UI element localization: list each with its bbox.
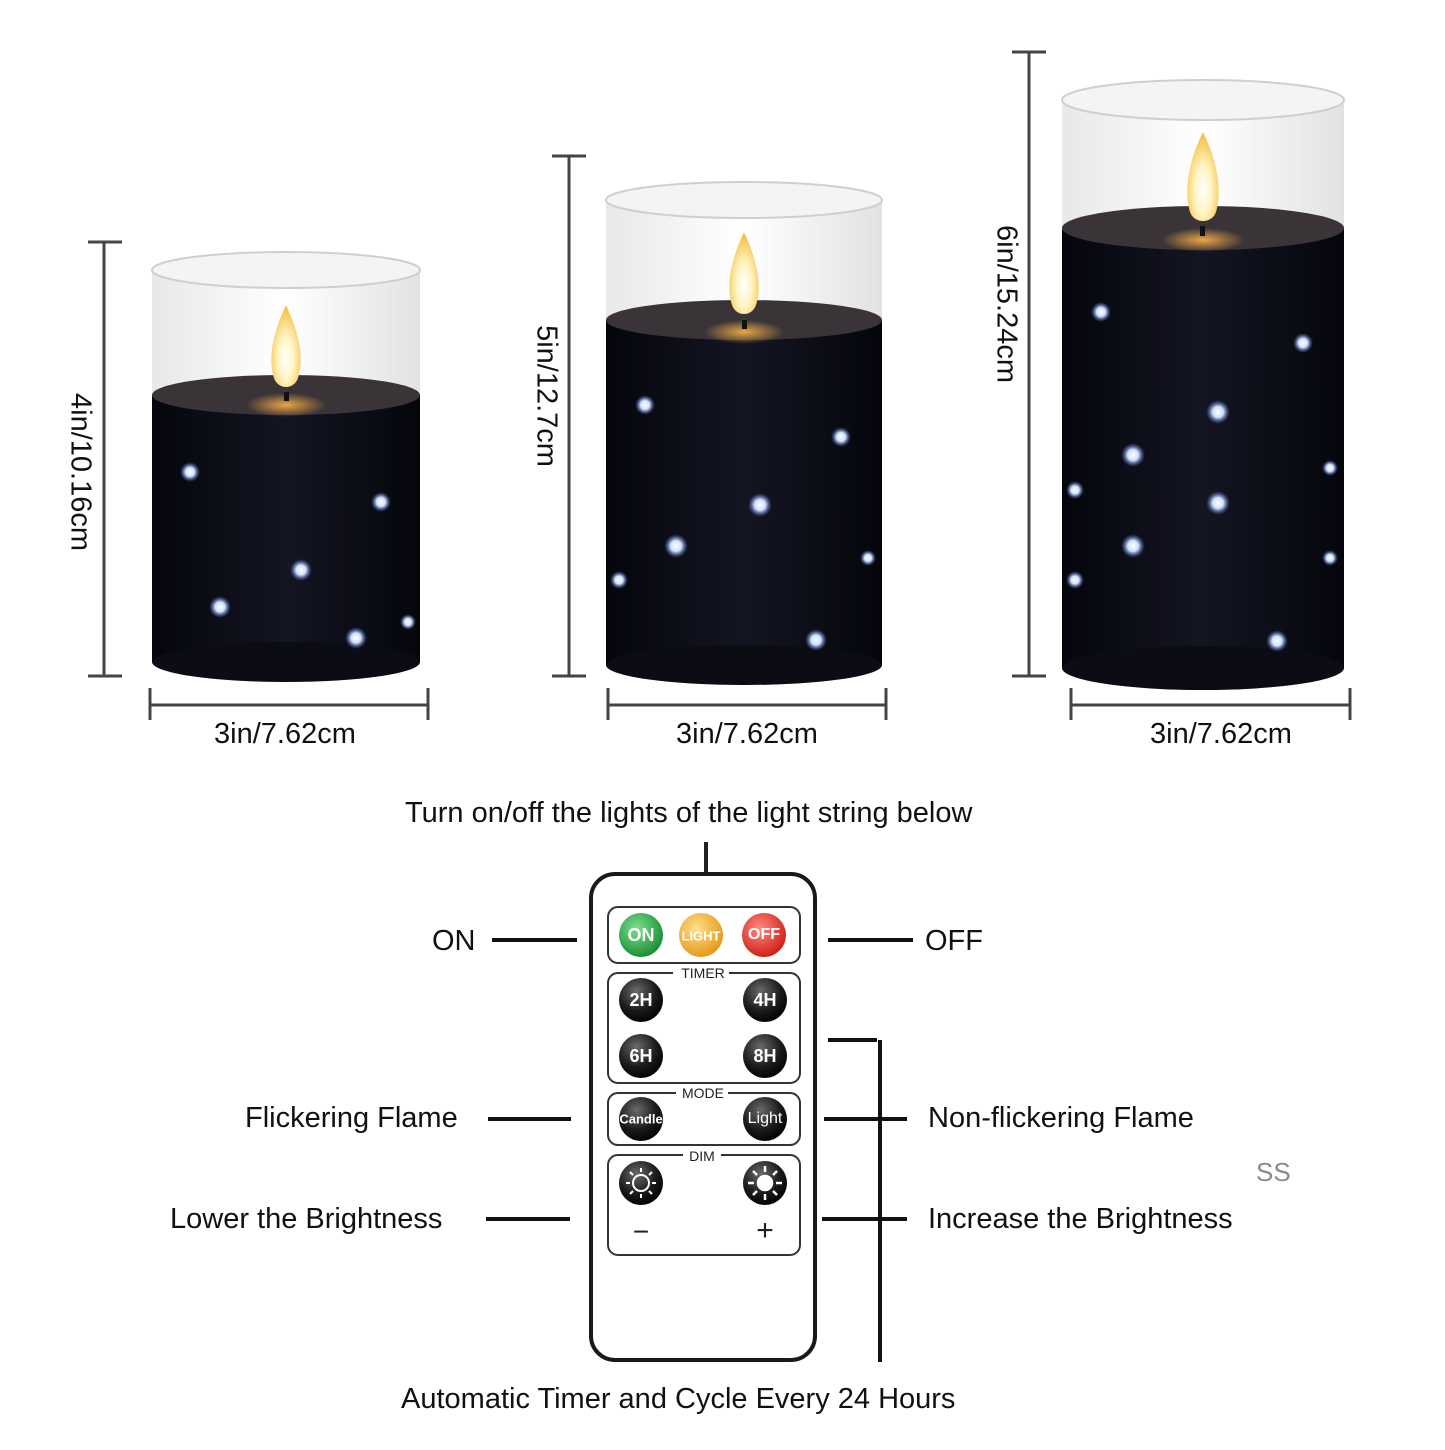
on-button-shape <box>619 913 663 957</box>
callout-non-flickering-flame: Non-flickering Flame <box>928 1102 1194 1134</box>
timer-4h-button[interactable]: 4H <box>753 990 777 1010</box>
candle-body <box>152 395 420 662</box>
width-label-small: 3in/7.62cm <box>214 718 356 750</box>
light-button[interactable]: LIGHT <box>681 928 721 944</box>
candle-mode-button[interactable]: Candle <box>619 1111 663 1127</box>
candle-large <box>1061 79 1345 690</box>
candle-body <box>606 320 882 665</box>
callout-on: ON <box>432 925 476 957</box>
candle-small <box>151 251 421 682</box>
wick <box>742 320 747 329</box>
candle-medium <box>605 181 883 685</box>
light-button-shape <box>679 913 723 957</box>
flame <box>1187 132 1219 221</box>
timer-section-label: TIMER <box>681 965 725 981</box>
timer-2h-button[interactable]: 2H <box>629 990 653 1010</box>
dim-up-icon <box>748 1166 782 1200</box>
dim-section-label: DIM <box>689 1148 715 1164</box>
width-label-medium: 3in/7.62cm <box>676 718 818 750</box>
dim-plus-sign: + <box>756 1214 774 1247</box>
flame <box>271 305 301 387</box>
off-button-shape <box>742 913 786 957</box>
height-label-large: 6in/15.24cm <box>990 225 1023 383</box>
dim-minus-sign: − <box>632 1216 650 1247</box>
callout-lines <box>486 938 913 1362</box>
dim-down-icon <box>626 1168 656 1198</box>
watermark: SS <box>1256 1157 1291 1187</box>
light-mode-button[interactable]: Light <box>747 1110 783 1127</box>
callout-off: OFF <box>925 925 983 957</box>
callout-lower-brightness: Lower the Brightness <box>170 1203 443 1235</box>
flame <box>729 232 759 314</box>
dim-up-button[interactable] <box>743 1163 787 1207</box>
on-button[interactable]: ON <box>627 925 655 945</box>
timer-6h-button[interactable]: 6H <box>629 1046 653 1066</box>
wick <box>1200 226 1205 236</box>
mode-section-label: MODE <box>682 1085 724 1101</box>
dim-down-button[interactable] <box>619 1163 663 1207</box>
height-label-small: 4in/10.16cm <box>64 393 97 551</box>
height-label-medium: 5in/12.7cm <box>530 325 563 467</box>
timer-8h-button[interactable]: 8H <box>753 1046 777 1066</box>
bottom-caption: Automatic Timer and Cycle Every 24 Hours <box>401 1383 956 1415</box>
wick <box>284 392 289 401</box>
dimension-lines <box>88 50 1352 720</box>
width-label-large: 3in/7.62cm <box>1150 718 1292 750</box>
off-button[interactable]: OFF <box>748 926 780 943</box>
callout-increase-brightness: Increase the Brightness <box>928 1203 1233 1235</box>
callout-flickering-flame: Flickering Flame <box>245 1102 458 1134</box>
top-caption: Turn on/off the lights of the light stri… <box>405 797 973 829</box>
candle-body <box>1062 228 1344 668</box>
